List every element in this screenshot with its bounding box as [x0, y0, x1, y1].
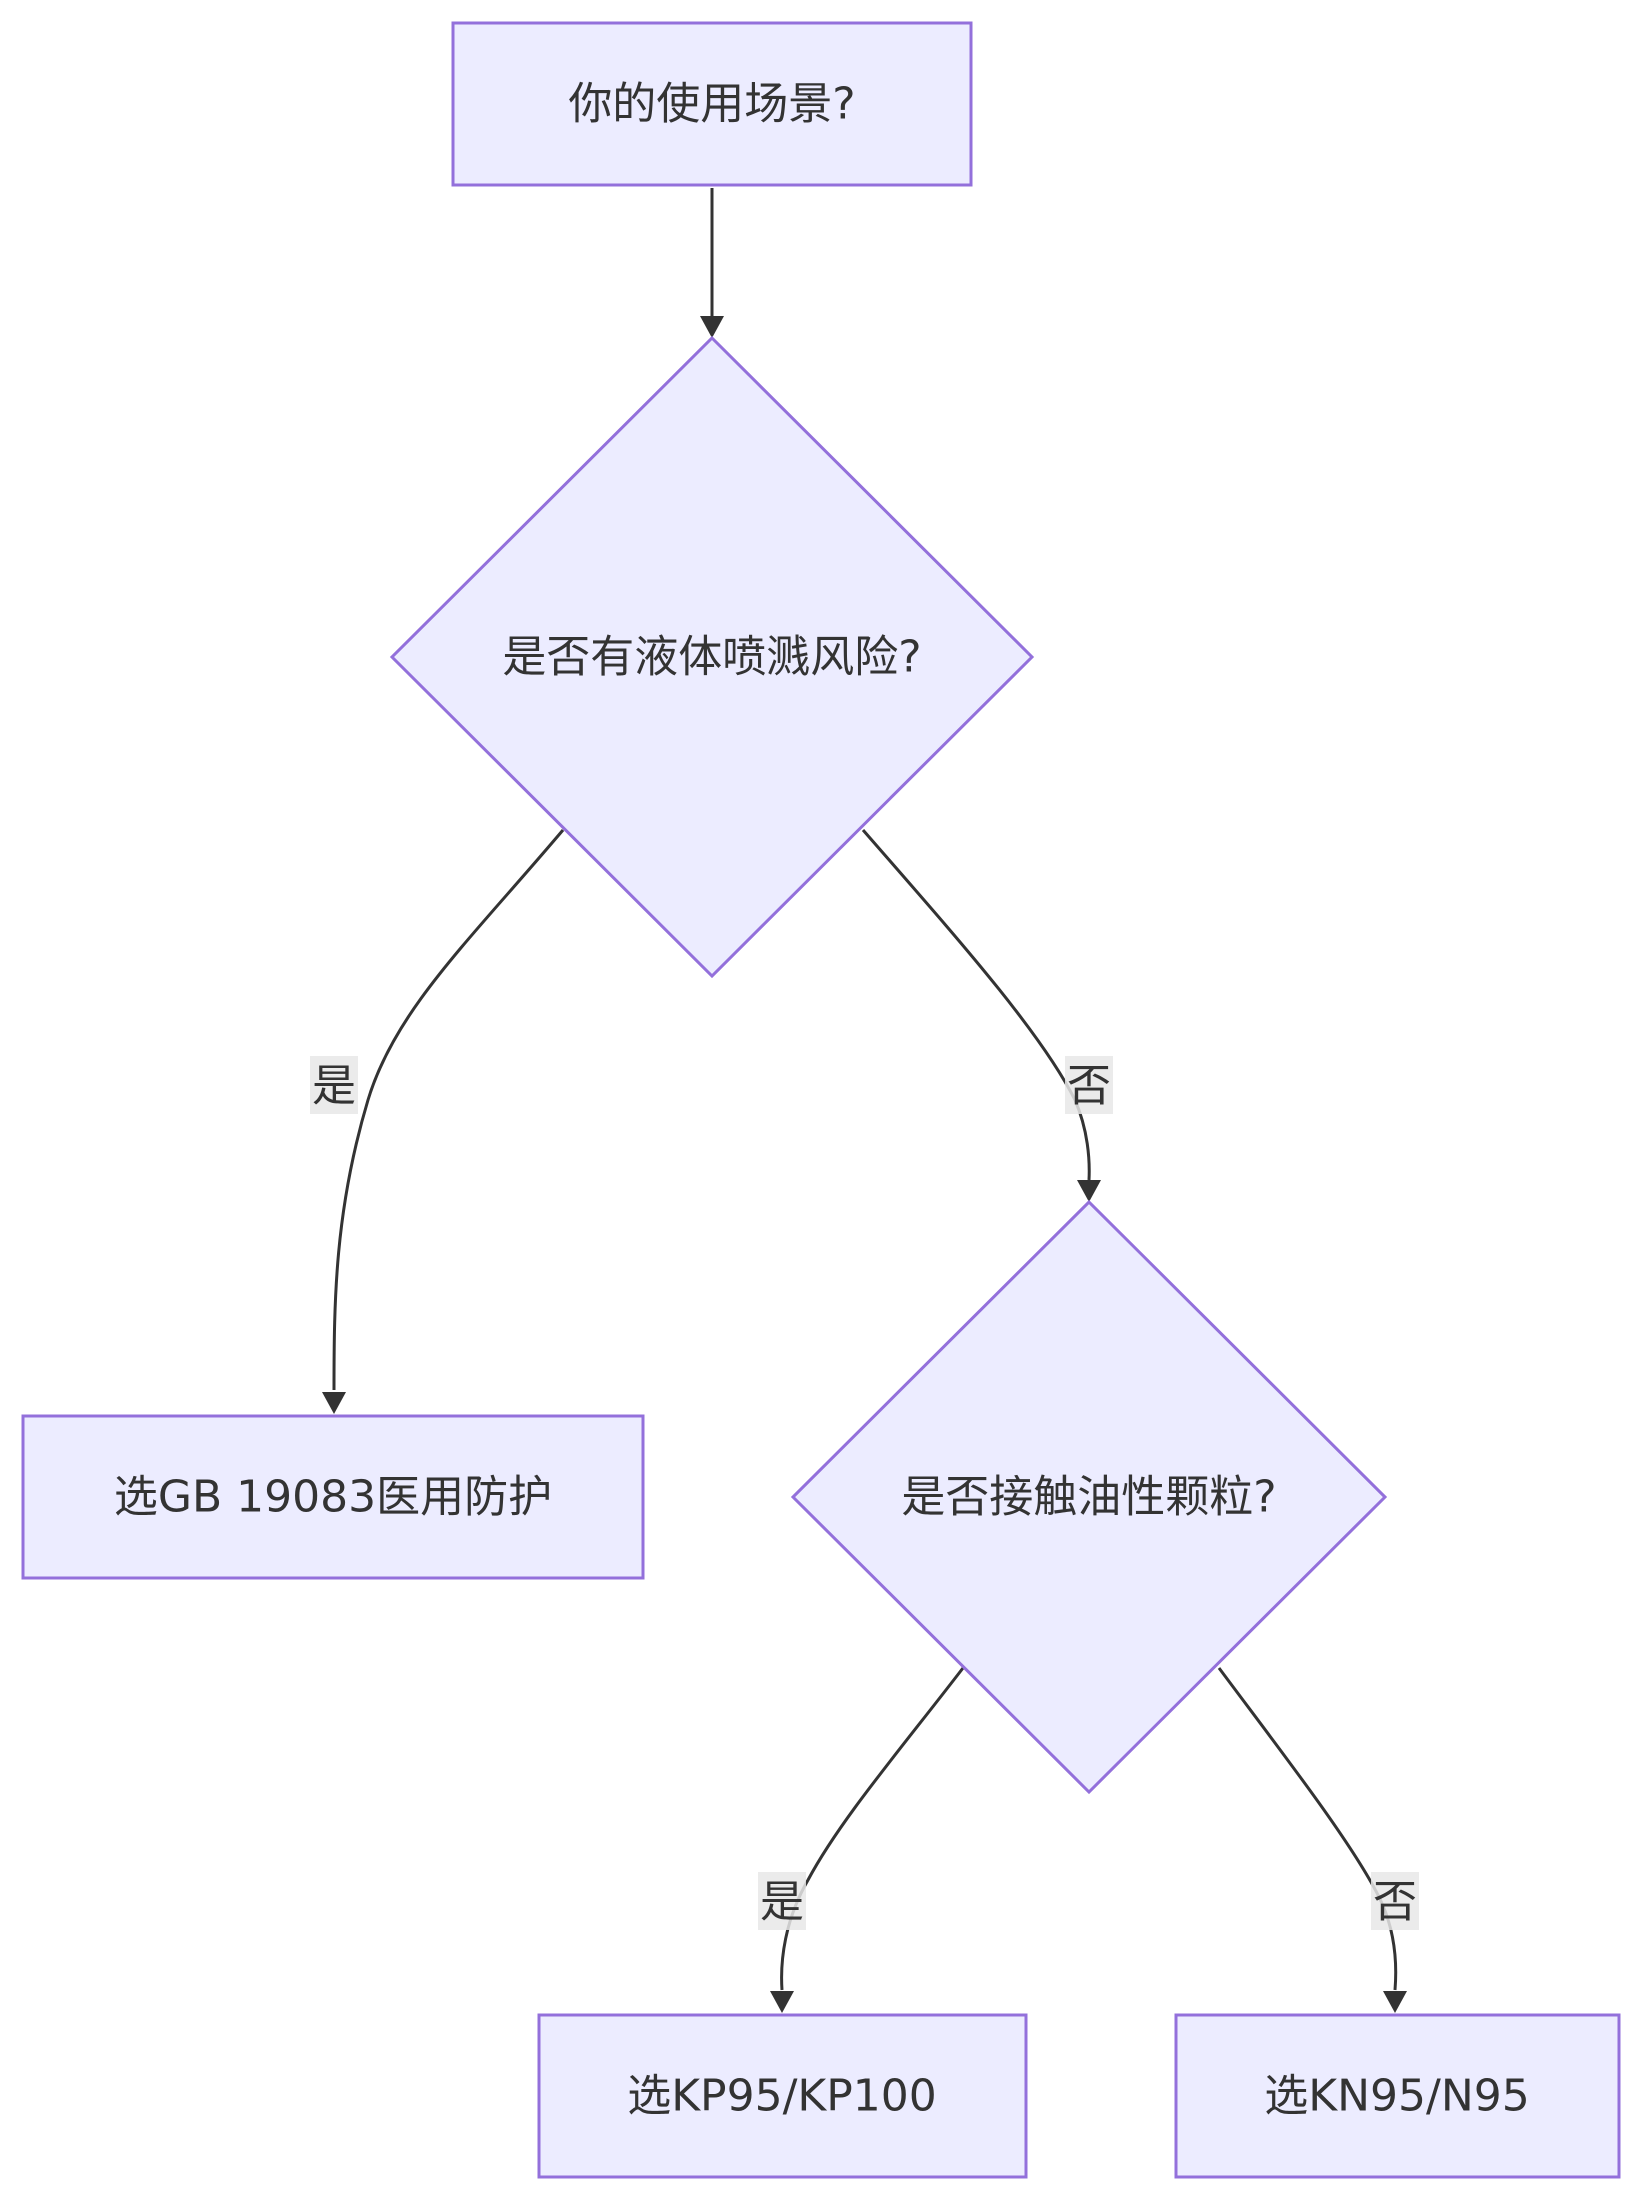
edge-oily-no — [1217, 1667, 1407, 2013]
edge-label-text: 是 — [760, 1877, 804, 1928]
node-result-medical: 选GB 19083医用防护 — [21, 1414, 645, 1580]
edge-label-splash-no: 否 — [1065, 1056, 1113, 1114]
node-start: 你的使用场景? — [451, 21, 973, 187]
edge-label-text: 是 — [312, 1061, 356, 1112]
node-decision-oily: 是否接触油性颗粒? — [790, 1199, 1388, 1795]
node-decision-splash: 是否有液体喷溅风险? — [389, 335, 1035, 979]
node-start-label: 你的使用场景? — [568, 79, 855, 130]
edge-splash-no — [861, 829, 1101, 1202]
node-result-kp-label: 选KP95/KP100 — [627, 2071, 937, 2122]
node-result-kp: 选KP95/KP100 — [537, 2013, 1028, 2179]
node-result-kn-label: 选KN95/N95 — [1264, 2071, 1529, 2122]
edge-start-to-splash — [700, 188, 724, 338]
edge-label-text: 否 — [1067, 1061, 1111, 1112]
node-decision-oily-label: 是否接触油性颗粒? — [901, 1472, 1276, 1523]
edge-oily-yes — [770, 1667, 965, 2013]
edge-splash-yes — [322, 829, 565, 1414]
node-result-kn: 选KN95/N95 — [1174, 2013, 1621, 2179]
edge-label-text: 否 — [1373, 1877, 1417, 1928]
node-result-medical-label: 选GB 19083医用防护 — [114, 1472, 552, 1523]
edge-label-oily-no: 否 — [1371, 1872, 1419, 1930]
node-decision-splash-label: 是否有液体喷溅风险? — [502, 632, 921, 683]
edge-label-oily-yes: 是 — [758, 1872, 806, 1930]
edge-label-splash-yes: 是 — [310, 1056, 358, 1114]
